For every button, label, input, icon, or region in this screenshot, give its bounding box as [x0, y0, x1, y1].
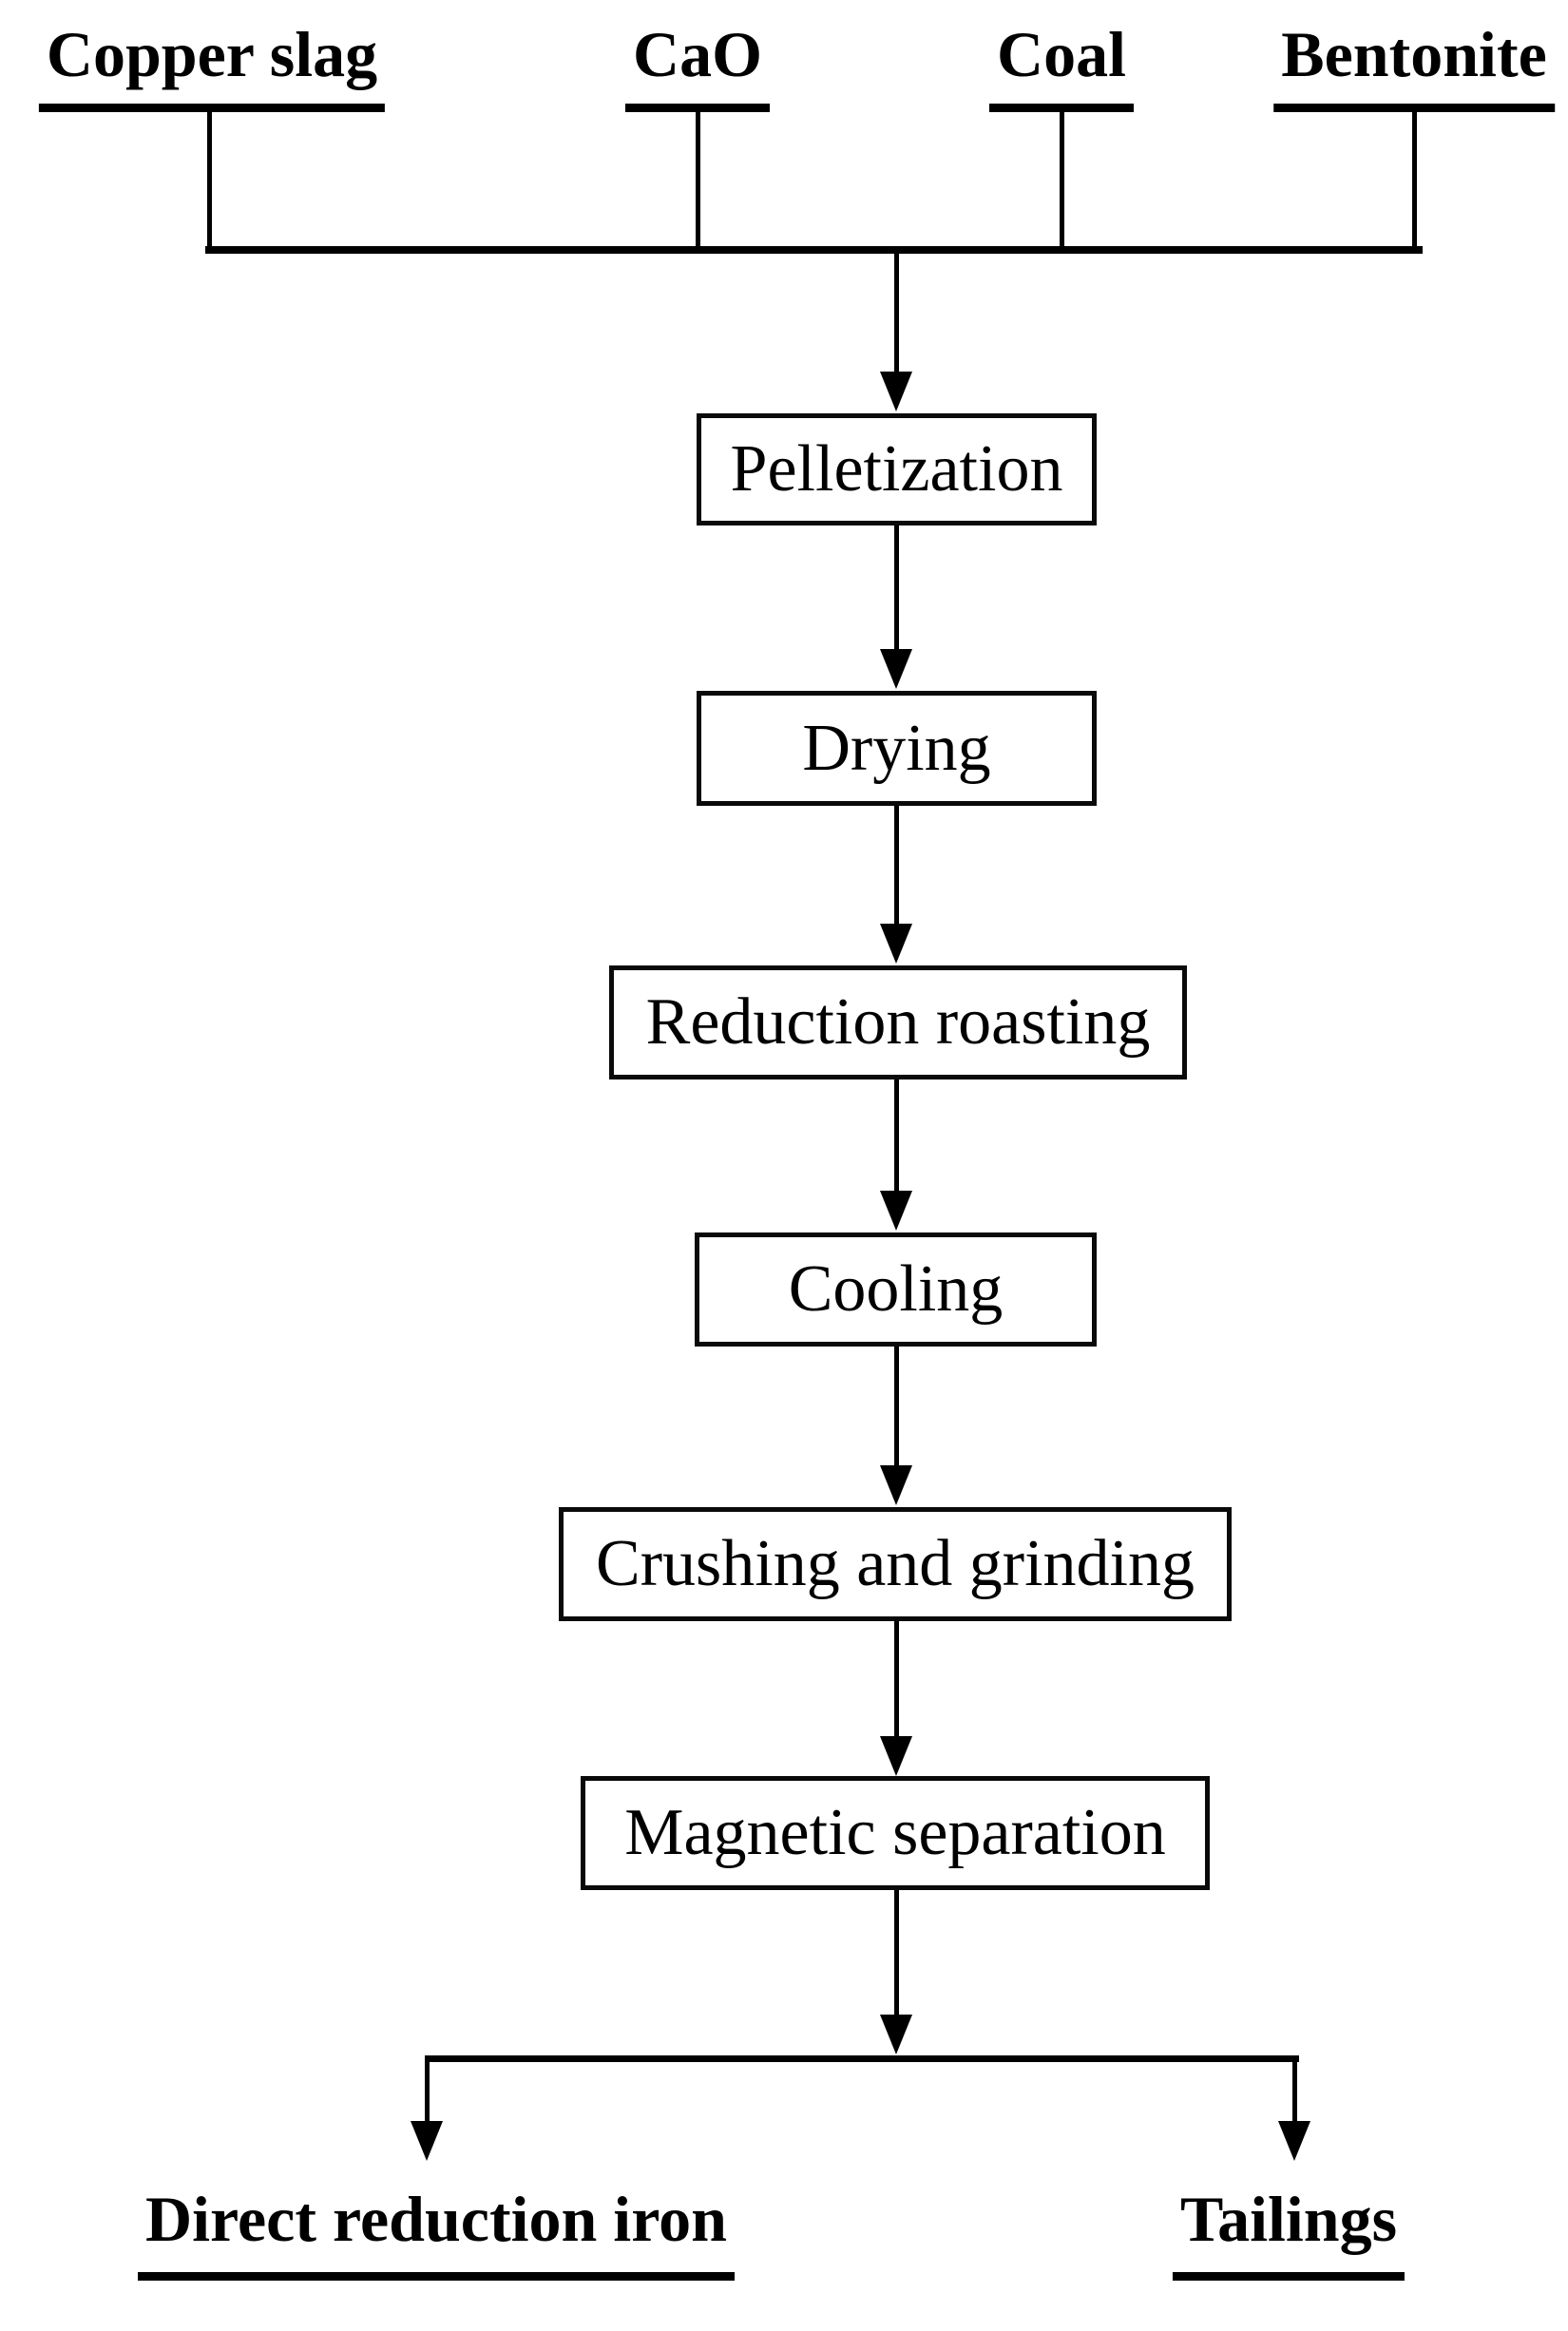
- branch-direct-reduction-iron-head: [411, 2121, 443, 2161]
- process-label-cooling: Cooling: [788, 1252, 1004, 1326]
- bentonite-drop-line: [1412, 112, 1417, 251]
- input-label-bentonite: Bentonite: [1273, 21, 1555, 112]
- input-label-cao: CaO: [625, 21, 770, 112]
- arrow-crushing-to-magnetic-separation-head: [880, 1736, 912, 1776]
- output-label-tailings: Tailings: [1172, 2186, 1405, 2281]
- process-label-reduction-roasting: Reduction roasting: [645, 985, 1151, 1059]
- coal-drop-line: [1060, 112, 1064, 251]
- arrow-magnetic-separation-to-split-stem: [894, 1890, 899, 2016]
- process-box-pelletization: Pelletization: [697, 413, 1097, 525]
- process-label-drying: Drying: [802, 711, 991, 785]
- process-label-crushing-and-grinding: Crushing and grinding: [596, 1527, 1195, 1600]
- input-label-coal: Coal: [989, 21, 1134, 112]
- arrow-pelletization-to-drying-stem: [894, 525, 899, 651]
- copper-slag-drop-line: [207, 112, 212, 251]
- arrow-drying-to-reduction-roasting-head: [880, 924, 912, 964]
- process-label-pelletization: Pelletization: [730, 432, 1063, 506]
- arrow-collector-to-pelletization-stem: [894, 253, 899, 373]
- arrow-crushing-to-magnetic-separation-stem: [894, 1621, 899, 1738]
- branch-tailings-stem: [1292, 2062, 1297, 2121]
- cao-drop-line: [696, 112, 700, 251]
- process-label-magnetic-separation: Magnetic separation: [624, 1796, 1166, 1869]
- process-box-drying: Drying: [697, 691, 1097, 806]
- arrow-reduction-roasting-to-cooling-stem: [894, 1080, 899, 1193]
- input-label-copper-slag: Copper slag: [38, 21, 386, 112]
- arrow-pelletization-to-drying-head: [880, 649, 912, 689]
- arrow-reduction-roasting-to-cooling-head: [880, 1191, 912, 1231]
- product-split-bar: [425, 2055, 1299, 2062]
- process-box-reduction-roasting: Reduction roasting: [609, 965, 1187, 1080]
- arrow-magnetic-separation-to-split-head: [880, 2015, 912, 2054]
- arrow-drying-to-reduction-roasting-stem: [894, 806, 899, 926]
- process-box-cooling: Cooling: [695, 1232, 1097, 1347]
- arrow-cooling-to-crushing-head: [880, 1465, 912, 1505]
- input-collector-bar: [205, 246, 1423, 254]
- branch-tailings-head: [1278, 2121, 1310, 2161]
- process-box-magnetic-separation: Magnetic separation: [581, 1776, 1210, 1890]
- output-label-direct-reduction-iron: Direct reduction iron: [138, 2186, 735, 2281]
- arrow-cooling-to-crushing-stem: [894, 1347, 899, 1467]
- branch-direct-reduction-iron-stem: [425, 2062, 430, 2121]
- arrow-collector-to-pelletization-head: [880, 372, 912, 411]
- process-box-crushing-and-grinding: Crushing and grinding: [559, 1507, 1232, 1621]
